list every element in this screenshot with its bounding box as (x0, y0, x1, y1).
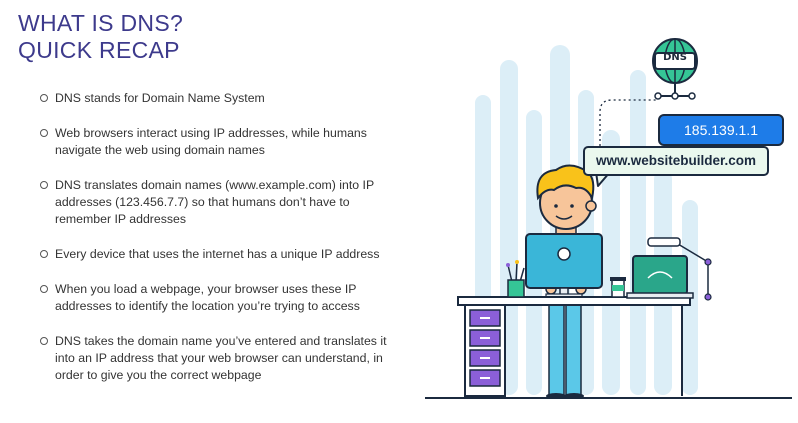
bullet-item: DNS stands for Domain Name System (40, 90, 395, 107)
bullet-item: DNS translates domain names (www.example… (40, 177, 395, 228)
illustration-artwork (425, 38, 792, 399)
bullet-item: Every device that uses the internet has … (40, 246, 395, 263)
page-title: WHAT IS DNS? QUICK RECAP (18, 10, 183, 64)
title-line-1: WHAT IS DNS? (18, 10, 184, 36)
laptop-icon (626, 255, 694, 299)
dns-illustration: DNS 185.139.1.1 www.websitebuilder.com (420, 0, 798, 423)
desk (457, 296, 691, 397)
domain-name-bubble: www.websitebuilder.com (583, 146, 769, 176)
ip-address-bubble: 185.139.1.1 (658, 114, 784, 146)
pencil-cup-icon (506, 260, 525, 298)
dns-globe-icon (652, 38, 698, 100)
bullet-item: DNS takes the domain name you’ve entered… (40, 333, 395, 384)
recap-bullet-list: DNS stands for Domain Name System Web br… (40, 90, 395, 402)
dns-icon-label: DNS (663, 52, 687, 63)
title-line-2: QUICK RECAP (18, 37, 180, 63)
bullet-item: When you load a webpage, your browser us… (40, 281, 395, 315)
desk-lamp-icon (647, 237, 712, 301)
coffee-cup-icon (610, 277, 626, 298)
bullet-item: Web browsers interact using IP addresses… (40, 125, 395, 159)
monitor-icon (525, 233, 603, 299)
